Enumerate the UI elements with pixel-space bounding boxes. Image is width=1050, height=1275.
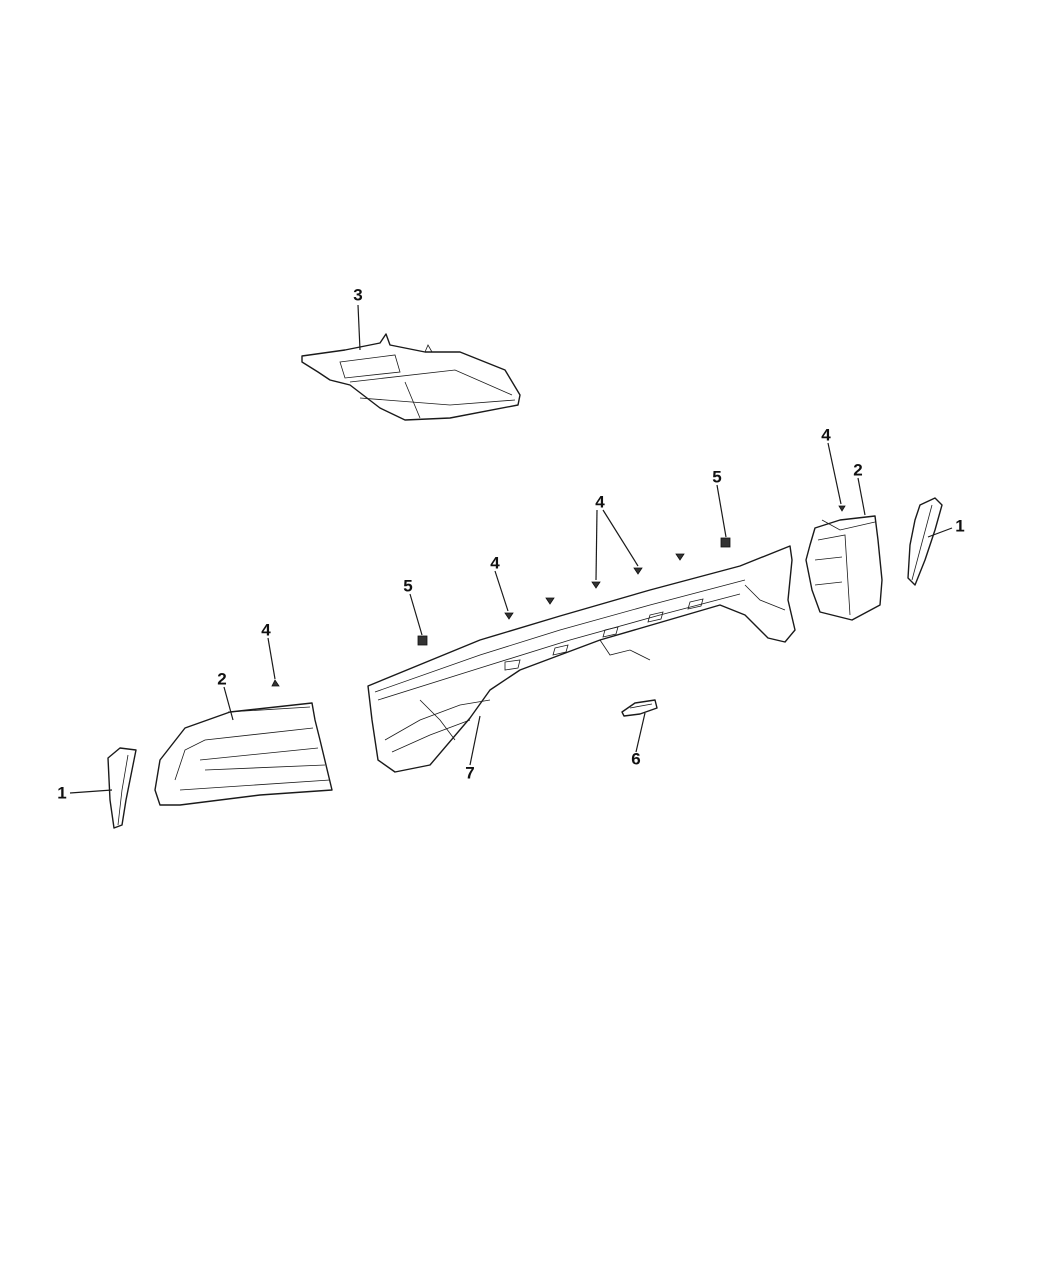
callout-label: 2: [853, 460, 863, 480]
part-1-bezel-left: [69, 747, 137, 829]
callout-label: 1: [57, 783, 67, 803]
part-6-license-lamp: [621, 699, 658, 753]
part-5-clip-left: [409, 593, 428, 646]
callout-label: 4: [595, 492, 605, 512]
callout-label: 5: [403, 576, 413, 596]
callout-label: 2: [217, 669, 227, 689]
part-3-lamp-assembly: [301, 304, 521, 421]
callout-label: 1: [955, 516, 965, 536]
callout-label: 4: [490, 553, 500, 573]
part-7-trim-panel: [367, 545, 796, 773]
part-2-tail-lamp-right: [805, 477, 883, 621]
callout-label: 4: [821, 425, 831, 445]
callout-label: 5: [712, 467, 722, 487]
callout-label: 4: [261, 620, 271, 640]
callout-label: 3: [353, 285, 363, 305]
callout-label: 6: [631, 749, 641, 769]
part-2-tail-lamp-left: [154, 686, 333, 806]
callout-label: 7: [465, 763, 475, 783]
part-1-bezel-right: [907, 497, 953, 586]
part-5-clip-right: [716, 484, 731, 548]
part-4-pins: [267, 442, 846, 687]
